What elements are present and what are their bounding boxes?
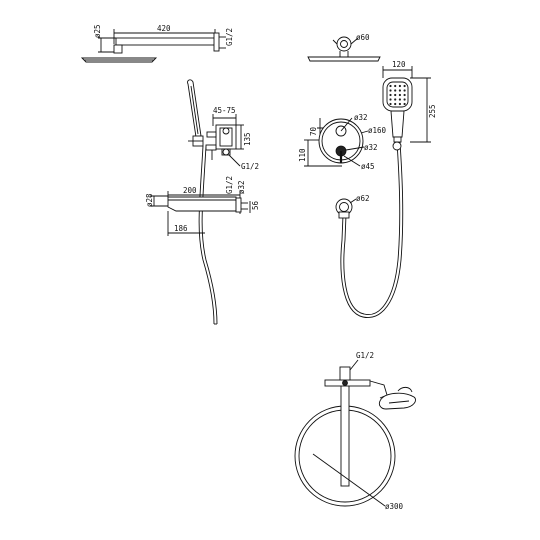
mixer-valve-front-view: 70 110 ø32 ø160 ø32 ø45 (298, 113, 387, 171)
hand-shower-side-view (187, 79, 218, 325)
nozzle-dot (394, 93, 397, 97)
dim-d28-label: ø28 (145, 193, 154, 207)
nozzle-dot (403, 98, 406, 101)
nozzle-dot (394, 98, 397, 101)
nozzle-dot (398, 89, 401, 92)
dim-135-label: 135 (243, 132, 252, 146)
dim-110-label: 110 (298, 148, 307, 162)
dim-d32-mid-label: ø32 (364, 143, 378, 152)
nozzle-dot (394, 84, 397, 88)
shower-arm-side-view: 420 ø25 G1/2 (80, 24, 234, 63)
nozzle-dot (389, 89, 392, 92)
dim-d62-label: ø62 (356, 194, 370, 203)
nozzle-dot (394, 89, 397, 92)
dim-d32-top-label: ø32 (354, 113, 368, 122)
nozzle-dot (389, 102, 392, 106)
dim-56-label: 56 (251, 200, 260, 210)
nozzle-dot (403, 89, 406, 92)
nozzle-dot (398, 102, 401, 106)
hand-shower-nozzle-grid (389, 84, 406, 106)
ceiling-flange-front-view: ø60 (307, 33, 381, 62)
dim-d160-label: ø160 (368, 126, 387, 135)
dim-70-label: 70 (309, 126, 318, 136)
nozzle-dot (398, 98, 401, 101)
dim-g12-valve-label: G1/2 (241, 162, 259, 171)
dim-120-label: 120 (392, 60, 406, 69)
nozzle-dot (398, 93, 401, 97)
bath-spout-side-view: ø28 200 G1/2 ø32 56 186 (145, 176, 260, 236)
dim-d25-label: ø25 (93, 24, 102, 38)
dim-d300-label: ø300 (385, 502, 404, 511)
dim-200-label: 200 (183, 186, 197, 195)
wall-outlet-front-view: ø62 (335, 194, 370, 219)
dim-g12-bottom-label: G1/2 (356, 351, 374, 360)
rain-shower-top-view: G1/2 ø300 (294, 351, 416, 511)
dim-d45-label: ø45 (361, 162, 375, 171)
nozzle-dot (389, 93, 392, 97)
nozzle-dot (394, 102, 397, 106)
mixer-valve-side-view: 45-75 135 G1/2 (205, 106, 259, 171)
dim-g12-spout-label: G1/2 (225, 176, 234, 194)
nozzle-dot (398, 84, 401, 88)
dim-255-label: 255 (428, 104, 437, 118)
dim-186-label: 186 (174, 224, 188, 233)
nozzle-dot (389, 84, 392, 88)
nozzle-dot (403, 102, 406, 106)
dim-45-75-label: 45-75 (213, 106, 236, 115)
nozzle-dot (389, 98, 392, 101)
dim-d32-spout-label: ø32 (237, 180, 246, 194)
dim-420-label: 420 (157, 24, 171, 33)
nozzle-dot (403, 93, 406, 97)
nozzle-dot (403, 84, 406, 88)
dim-d60-label: ø60 (356, 33, 370, 42)
dim-g12-arm-label: G1/2 (225, 28, 234, 46)
hand-shower-front-view: 120 255 (340, 60, 437, 318)
